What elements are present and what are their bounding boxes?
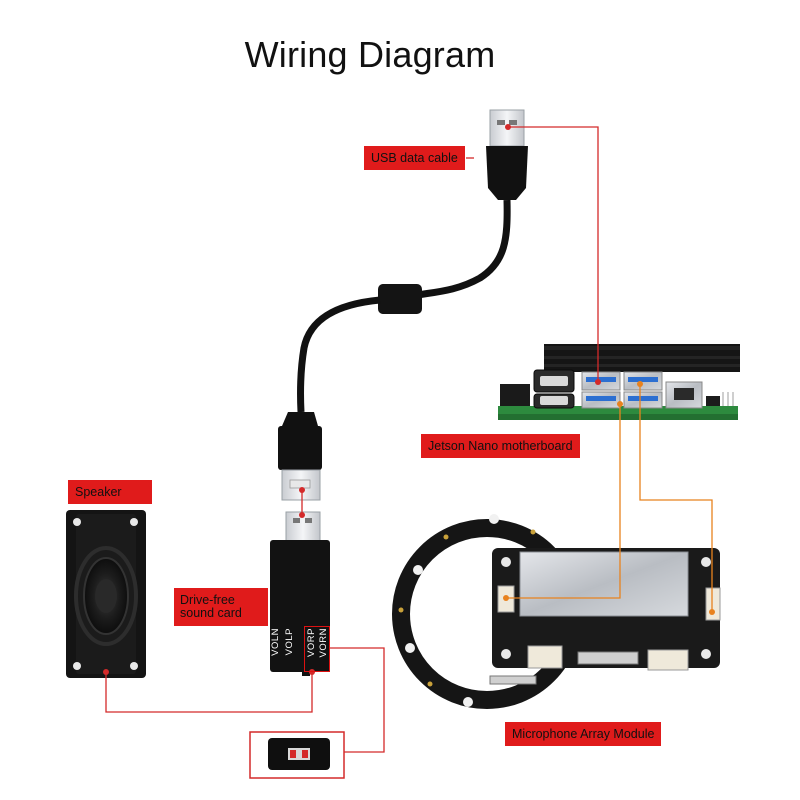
page-title: Wiring Diagram	[244, 34, 496, 75]
label-usb-data-cable: USB data cable	[364, 146, 465, 170]
red-leader-lines	[105, 126, 599, 753]
right-channel-pin-highlight	[304, 626, 330, 672]
speaker	[66, 510, 146, 678]
connector-closeup-box	[249, 731, 345, 779]
usb-data-cable	[278, 109, 528, 501]
label-sound-card: Drive-free sound card	[174, 588, 268, 626]
orange-dots	[503, 381, 715, 615]
pin-volp: VOLP	[284, 628, 295, 656]
pin-voln: VOLN	[270, 628, 281, 656]
label-speaker: Speaker	[68, 480, 152, 504]
label-microphone-array: Microphone Array Module	[505, 722, 662, 746]
jetson-nano-board	[498, 344, 740, 420]
sound-card-usb-plug	[285, 511, 321, 543]
orange-leader-lines	[506, 384, 713, 612]
label-jetson-nano-motherboard: Jetson Nano motherboard	[421, 434, 580, 458]
microphone-array-module	[392, 514, 721, 709]
red-dots	[103, 124, 601, 675]
